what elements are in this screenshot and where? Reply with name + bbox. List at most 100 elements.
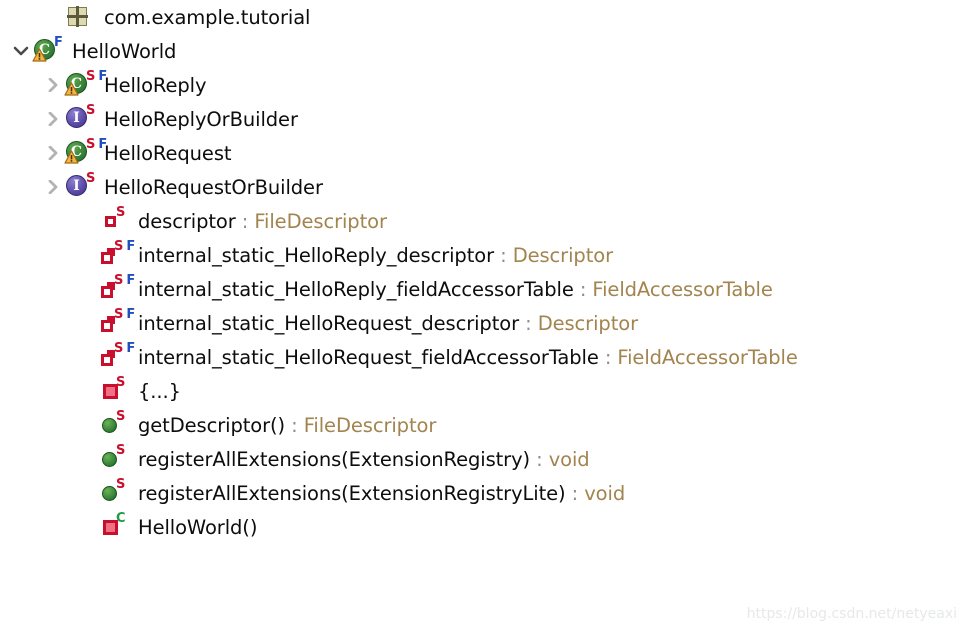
indent-spacer xyxy=(0,289,76,290)
row-type: Descriptor xyxy=(537,311,638,335)
modifier-flags: S xyxy=(116,444,125,462)
modifier-flags: S xyxy=(116,410,125,428)
modifier-s-icon: S xyxy=(86,171,96,186)
type-separator: : xyxy=(573,277,593,301)
twisty-placeholder xyxy=(76,374,98,408)
row-label: HelloRequest xyxy=(104,141,232,165)
row-type: FieldAccessorTable xyxy=(592,277,773,301)
modifier-s-icon: S xyxy=(116,409,126,424)
twisty-collapsed-icon[interactable] xyxy=(42,170,64,204)
type-separator: : xyxy=(530,447,549,471)
generated-field-icon xyxy=(101,316,119,332)
twisty-collapsed-icon[interactable] xyxy=(42,102,64,136)
tree-row-static-initializer[interactable]: S{...} xyxy=(0,374,975,408)
row-type: FileDescriptor xyxy=(254,209,387,233)
twisty-placeholder xyxy=(76,442,98,476)
row-label: HelloRequestOrBuilder xyxy=(104,175,323,199)
constructor-icon xyxy=(103,520,118,535)
twisty-placeholder xyxy=(76,476,98,510)
row-type: FieldAccessorTable xyxy=(617,345,798,369)
row-type: FileDescriptor xyxy=(303,413,437,437)
modifier-f-icon: F xyxy=(54,35,63,50)
modifier-flags: S xyxy=(86,104,95,122)
tree-row-constructor-helloworld[interactable]: C HelloWorld() xyxy=(0,510,975,544)
method-icon xyxy=(102,486,117,501)
twisty-collapsed-icon[interactable] xyxy=(42,136,64,170)
row-icon-cell xyxy=(64,0,104,34)
twisty-expanded-icon[interactable] xyxy=(10,34,32,68)
row-label: internal_static_HelloRequest_descriptor xyxy=(138,311,520,335)
row-icon-cell: C xyxy=(98,510,138,544)
row-icon-cell: S xyxy=(98,408,138,442)
indent-spacer xyxy=(0,391,76,392)
modifier-s-icon: S xyxy=(116,477,126,492)
type-separator: : xyxy=(565,481,585,505)
package-icon xyxy=(67,6,88,27)
row-icon-cell: S xyxy=(98,476,138,510)
private-field-icon xyxy=(105,216,116,227)
indent-spacer xyxy=(0,425,76,426)
modifier-s-icon: S xyxy=(86,69,96,84)
indent-spacer xyxy=(0,51,10,52)
modifier-s-icon: S xyxy=(114,239,124,254)
twisty-collapsed-icon[interactable] xyxy=(42,68,64,102)
modifier-f-icon: F xyxy=(98,69,108,84)
twisty-placeholder xyxy=(76,408,98,442)
twisty-placeholder xyxy=(76,204,98,238)
tree-row-package[interactable]: com.example.tutorial xyxy=(0,0,975,34)
type-separator: : xyxy=(519,311,538,335)
modifier-s-icon: S xyxy=(114,341,124,356)
indent-spacer xyxy=(0,527,76,528)
twisty-placeholder xyxy=(76,306,98,340)
twisty-placeholder xyxy=(76,238,98,272)
modifier-s-icon: S xyxy=(86,137,96,152)
row-type: void xyxy=(584,481,626,505)
generated-field-icon xyxy=(101,350,119,366)
warning-overlay-icon xyxy=(64,81,79,96)
indent-spacer xyxy=(0,85,42,86)
modifier-s-icon: S xyxy=(116,375,126,390)
modifier-s-icon: S xyxy=(116,205,126,220)
type-separator: : xyxy=(598,345,618,369)
row-type: Descriptor xyxy=(512,243,613,267)
twisty-placeholder xyxy=(42,0,64,34)
interface-icon: I xyxy=(66,107,87,128)
row-icon-cell: S xyxy=(98,204,138,238)
generated-field-icon xyxy=(101,282,119,298)
initializer-icon xyxy=(103,384,118,399)
row-label: registerAllExtensions(ExtensionRegistry) xyxy=(138,447,531,471)
modifier-s-icon: S xyxy=(86,103,96,118)
row-icon-cell: S xyxy=(98,442,138,476)
row-label: HelloReplyOrBuilder xyxy=(104,107,298,131)
watermark: https://blog.csdn.net/netyeaxi xyxy=(746,606,957,622)
indent-spacer xyxy=(0,493,76,494)
row-label: HelloWorld() xyxy=(138,515,258,539)
modifier-flags: C xyxy=(116,512,126,530)
modifier-s-icon: S xyxy=(114,273,124,288)
modifier-f-icon: F xyxy=(126,273,136,288)
